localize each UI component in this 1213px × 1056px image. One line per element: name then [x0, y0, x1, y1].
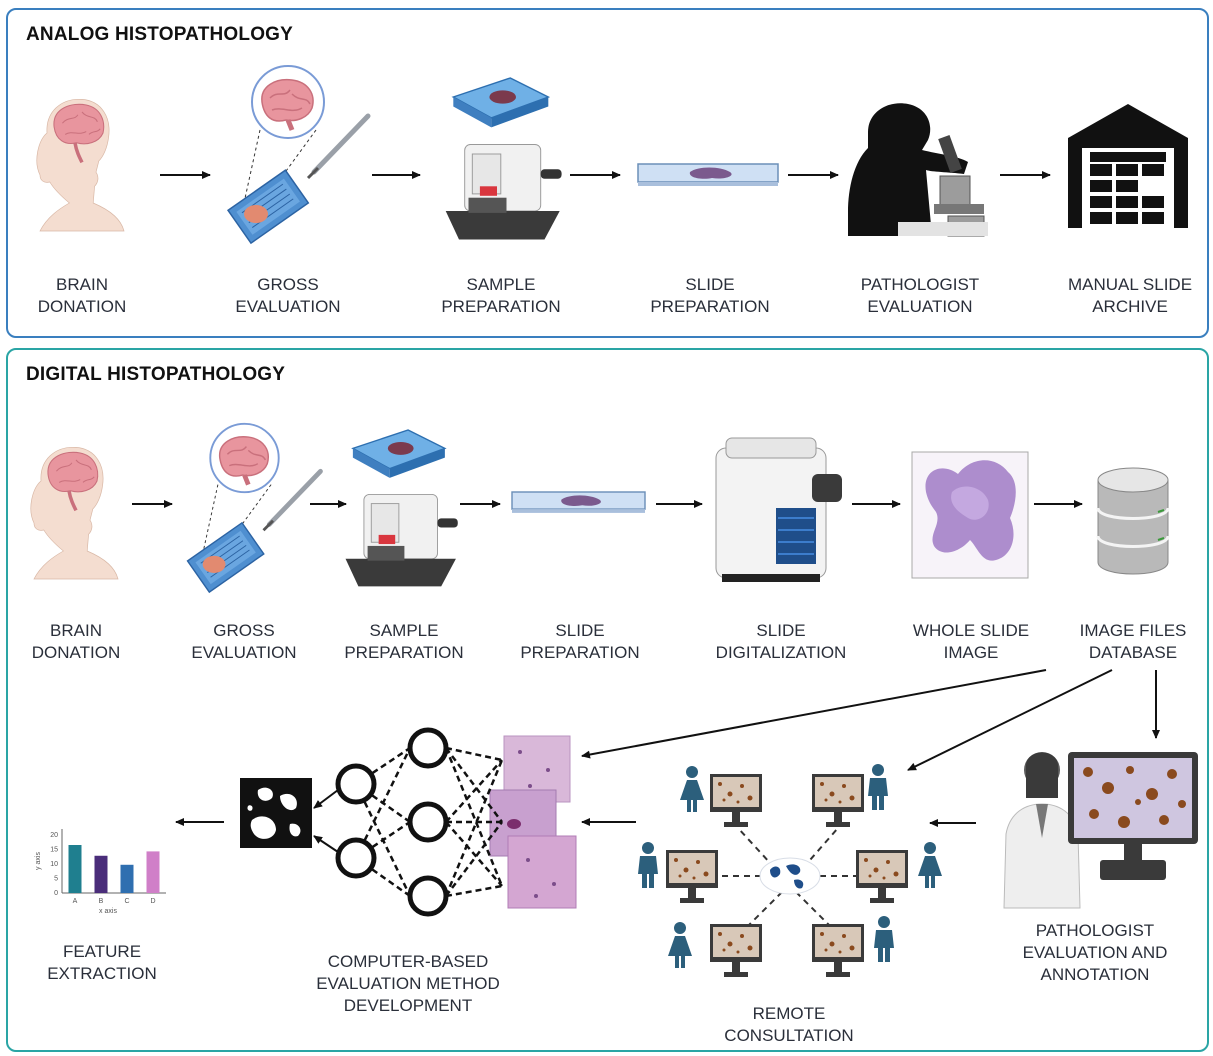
chart-y-tick-label: 10: [50, 861, 58, 868]
chart-bar: [146, 851, 160, 893]
woman-person-icon: [668, 922, 692, 968]
chart-x-axis-label: x axis: [99, 908, 117, 915]
chart-y-axis-label: y axis: [35, 852, 42, 870]
analog-panel: [6, 8, 1209, 338]
arrow-db-to-computer: [581, 669, 1047, 759]
glass-slide-icon: [637, 163, 779, 187]
annotation-monitor-icon: [1068, 752, 1198, 880]
remote-consultation-network: [722, 827, 856, 933]
gross-evaluation-icon: [188, 424, 321, 592]
monitor-icon: [812, 774, 864, 827]
digital-panel: [6, 348, 1209, 1052]
monitor-icon: [666, 850, 718, 903]
microtome-icon: [344, 429, 459, 588]
man-person-icon: [638, 842, 658, 888]
arrow-network-to-mask-1: [313, 789, 339, 809]
chart-y-tick-label: 20: [50, 832, 58, 839]
monitor-icon: [812, 924, 864, 977]
man-person-icon: [868, 764, 888, 810]
pathologist-annotation-icon: [1003, 752, 1081, 909]
woman-person-icon: [680, 766, 704, 812]
segmentation-mask-icon: [240, 778, 312, 848]
chart-y-tick-label: 5: [54, 875, 58, 882]
pathologist-microscope-icon: [848, 103, 988, 237]
chart-x-tick-label: D: [150, 898, 155, 905]
monitor-icon: [710, 924, 762, 977]
woman-person-icon: [918, 842, 942, 888]
slide-scanner-icon: [715, 437, 842, 582]
neural-network-icon: [354, 746, 504, 898]
chart-x-tick-label: A: [73, 898, 78, 905]
microtome-icon: [444, 77, 563, 241]
chart-bar: [120, 864, 134, 893]
archive-warehouse-icon: [1068, 104, 1188, 228]
chart-y-tick-label: 0: [54, 890, 58, 897]
feature-bar-chart: 0 5 10 15 20A B C Dx axis y axis: [35, 829, 166, 915]
chart-x-tick-label: C: [124, 898, 129, 905]
histology-tiles-icon: [489, 735, 577, 909]
analog-title: ANALOG HISTOPATHOLOGY: [26, 24, 294, 45]
gross-evaluation-icon: [228, 66, 368, 243]
whole-slide-image-icon: [911, 451, 1029, 579]
digital-title: DIGITAL HISTOPATHOLOGY: [26, 364, 286, 385]
neural-network-nodes: [335, 727, 449, 917]
human-head-brain-icon: [29, 445, 120, 581]
arrow-network-to-mask-2: [313, 835, 339, 853]
chart-x-tick-label: B: [99, 898, 104, 905]
monitor-icon: [710, 774, 762, 827]
database-icon: [1096, 466, 1170, 576]
monitor-icon: [856, 850, 908, 903]
chart-bar: [68, 845, 82, 893]
chart-y-tick-label: 15: [50, 846, 58, 853]
human-head-brain-icon: [35, 97, 126, 233]
arrow-db-to-remote: [907, 669, 1113, 771]
glass-slide-icon: [511, 491, 646, 514]
man-person-icon: [874, 916, 894, 962]
chart-bar: [94, 855, 108, 893]
